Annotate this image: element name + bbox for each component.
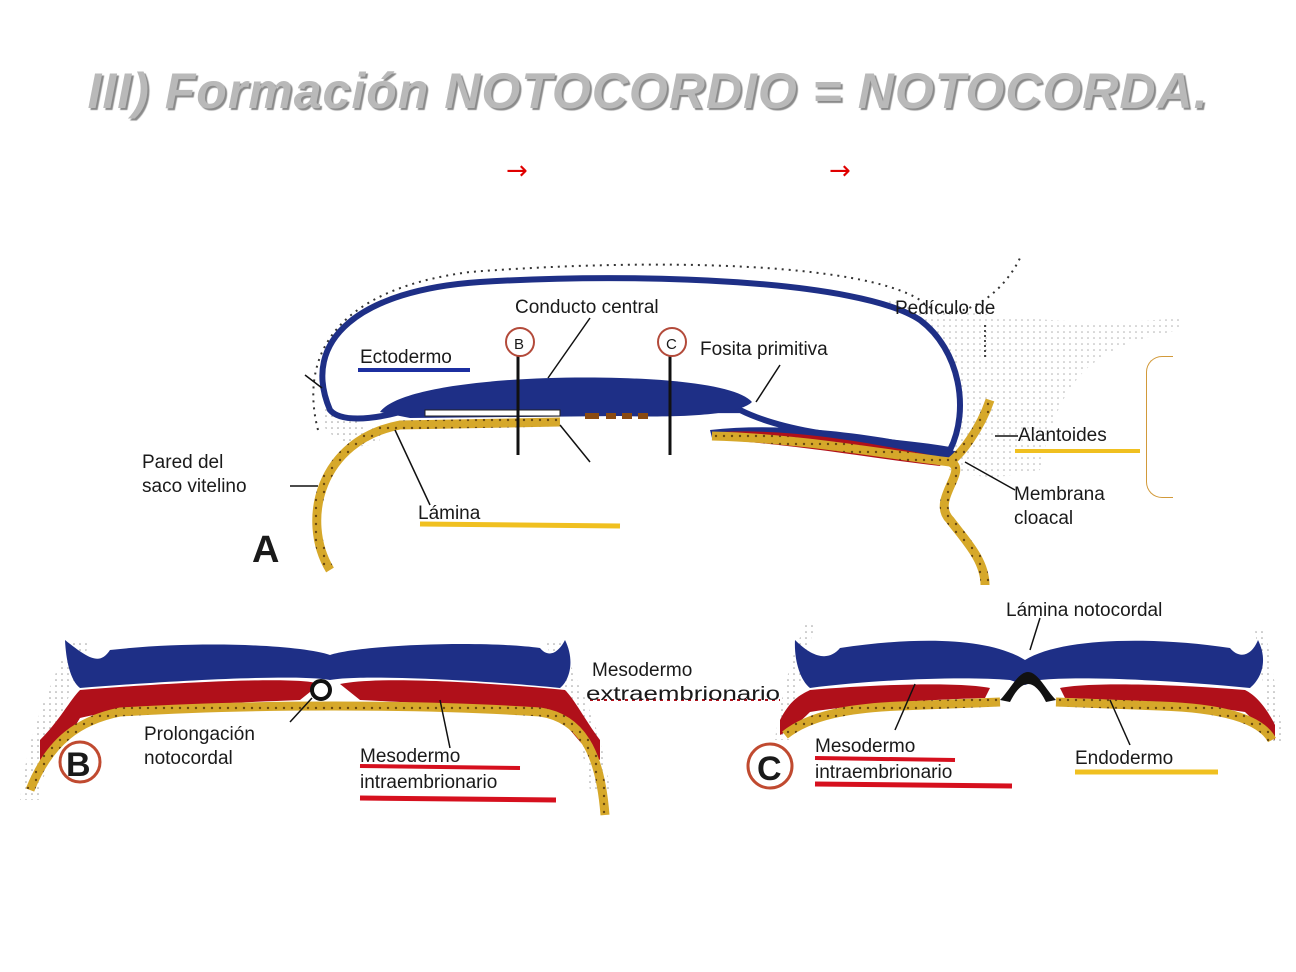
label-intraembrionario-b: intraembrionario <box>360 772 497 793</box>
red-arrow-icon: → <box>506 156 528 186</box>
label-ectodermo: Ectodermo <box>360 347 452 368</box>
label-pediculo: Pedículo de <box>895 298 995 319</box>
label-intraembrionario-c: intraembrionario <box>815 762 952 783</box>
figure-letter-c: C <box>757 750 782 788</box>
embryo-diagram: Ectodermo Conducto central B C Fosita pr… <box>0 248 1296 848</box>
label-extraembrionario: extraembrionario <box>586 684 780 705</box>
slide-title: III) Formación NOTOCORDIO = NOTOCORDA. <box>87 63 1209 119</box>
label-lamina-notocordal: Lámina notocordal <box>1006 600 1162 621</box>
label-fosita-primitiva: Fosita primitiva <box>700 339 828 360</box>
label-prolongacion: Prolongación <box>144 724 255 745</box>
label-lamina: Lámina <box>418 503 481 524</box>
marker-c: C <box>666 336 677 353</box>
label-alantoides: Alantoides <box>1018 425 1107 446</box>
label-endodermo: Endodermo <box>1075 748 1173 769</box>
bracket-mark <box>1146 356 1173 498</box>
figure-letter-a: A <box>252 529 279 571</box>
label-mesodermo-c: Mesodermo <box>815 736 915 757</box>
figure-b <box>20 640 780 816</box>
label-conducto-central: Conducto central <box>515 297 659 318</box>
label-membrana: Membrana <box>1014 484 1105 505</box>
label-notocordal: notocordal <box>144 748 233 769</box>
figure-c <box>746 617 1285 790</box>
marker-b: B <box>514 336 524 353</box>
red-arrow-icon: → <box>829 156 851 186</box>
figure-a <box>290 257 1180 586</box>
label-saco-vitelino: saco vitelino <box>142 476 247 497</box>
label-cloacal: cloacal <box>1014 508 1073 529</box>
figure-letter-b: B <box>66 746 91 784</box>
label-pared-del: Pared del <box>142 452 223 473</box>
label-mesodermo-extra: Mesodermo <box>592 660 692 681</box>
label-mesodermo-b: Mesodermo <box>360 746 460 767</box>
